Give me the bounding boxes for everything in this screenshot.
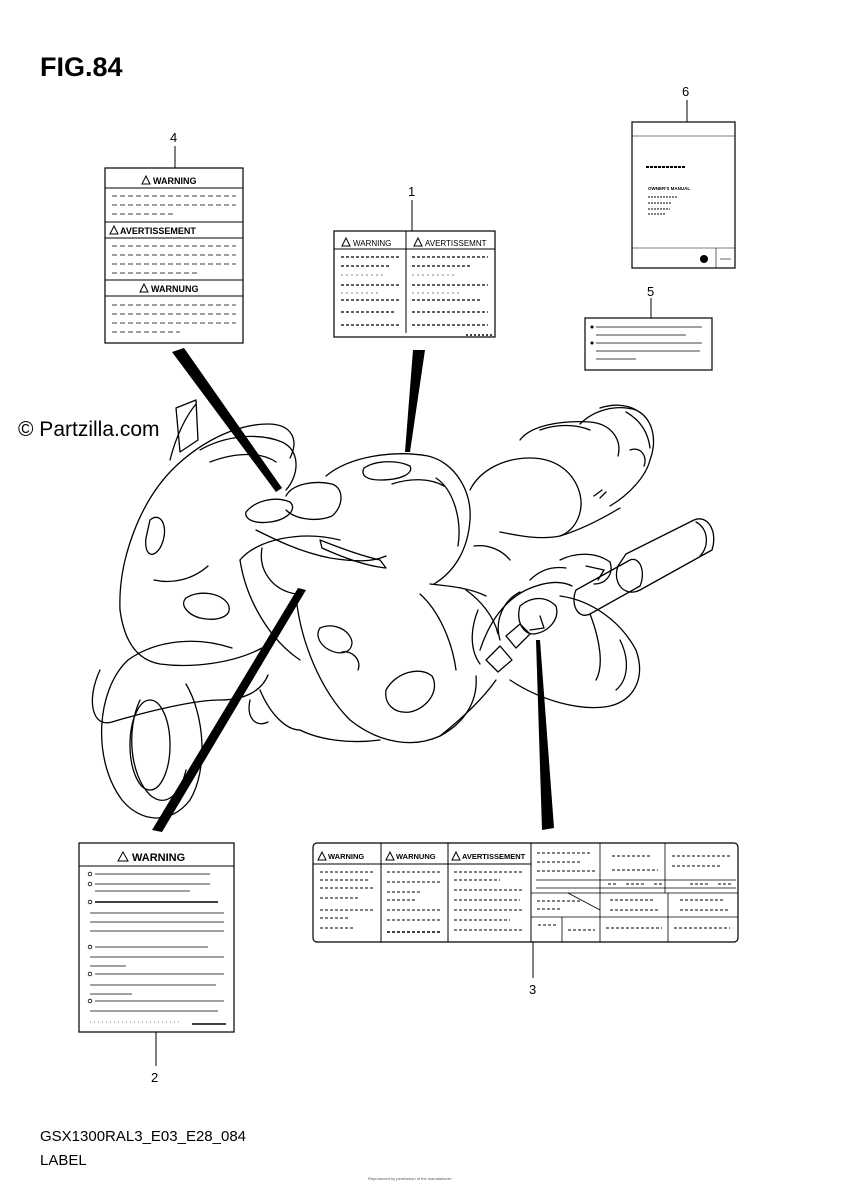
label-3: WARNING WARNUNG AVERTISSEMENT: [312, 842, 739, 943]
warning-triangle-icon: [117, 850, 129, 862]
label3-warning: WARNING: [328, 852, 364, 861]
model-code: GSX1300RAL3_E03_E28_084: [40, 1128, 247, 1145]
warning-triangle-icon: [341, 236, 351, 247]
warning-triangle-icon: [109, 224, 119, 235]
label-2: WARNING: [78, 842, 235, 1033]
bullet-icon: [590, 341, 594, 345]
bullet-icon: [87, 881, 93, 887]
label-1: WARNING AVERTISSEMNT: [333, 230, 496, 338]
label3-warnung: WARNUNG: [396, 852, 436, 861]
pointer-wedges: [152, 348, 554, 832]
section-name: LABEL: [40, 1152, 87, 1169]
label-5: [584, 317, 713, 371]
bullet-icon: [590, 325, 594, 329]
figure-title: FIG.84: [40, 52, 123, 82]
label-4: WARNING AVERTISSEMENT WARNUNG: [104, 167, 244, 344]
label3-avertissement: AVERTISSEMENT: [462, 852, 526, 861]
label1-warning: WARNING: [353, 239, 391, 248]
callout-5: 5: [647, 284, 655, 299]
bullet-icon: [87, 998, 93, 1004]
callout-2: 2: [151, 1070, 159, 1085]
tiny-copyright: Reproduced by permission of the manufact…: [368, 1176, 452, 1181]
callout-1: 1: [408, 184, 416, 199]
watermark: © Partzilla.com: [18, 418, 160, 441]
label1-avertissement: AVERTISSEMNT: [425, 239, 487, 248]
label4-avertissement: AVERTISSEMENT: [120, 226, 196, 236]
brand-logo-icon: [700, 255, 708, 263]
warning-triangle-icon: [139, 282, 149, 293]
bullet-icon: [87, 971, 93, 977]
label2-warning: WARNING: [132, 852, 185, 864]
callout-4: 4: [170, 130, 178, 145]
warning-triangle-icon: [385, 850, 395, 861]
label4-warnung: WARNUNG: [151, 284, 199, 294]
callout-6: 6: [682, 84, 690, 99]
callout-3: 3: [529, 982, 537, 997]
motorcycle-illustration: [91, 399, 715, 819]
warning-triangle-icon: [141, 174, 151, 185]
pointer-label-1: [405, 350, 425, 452]
bullet-icon: [87, 899, 93, 905]
label-6-owners-manual: OWNER'S MANUAL: [631, 121, 736, 269]
pointer-label-4: [172, 348, 282, 492]
warning-triangle-icon: [317, 850, 327, 861]
bullet-icon: [87, 871, 93, 877]
pointer-label-2: [152, 588, 306, 832]
warning-triangle-icon: [413, 236, 423, 247]
warning-triangle-icon: [451, 850, 461, 861]
label4-warning: WARNING: [153, 176, 197, 186]
pointer-label-3: [536, 640, 554, 830]
bullet-icon: [87, 944, 93, 950]
manual-title: OWNER'S MANUAL: [648, 186, 690, 191]
